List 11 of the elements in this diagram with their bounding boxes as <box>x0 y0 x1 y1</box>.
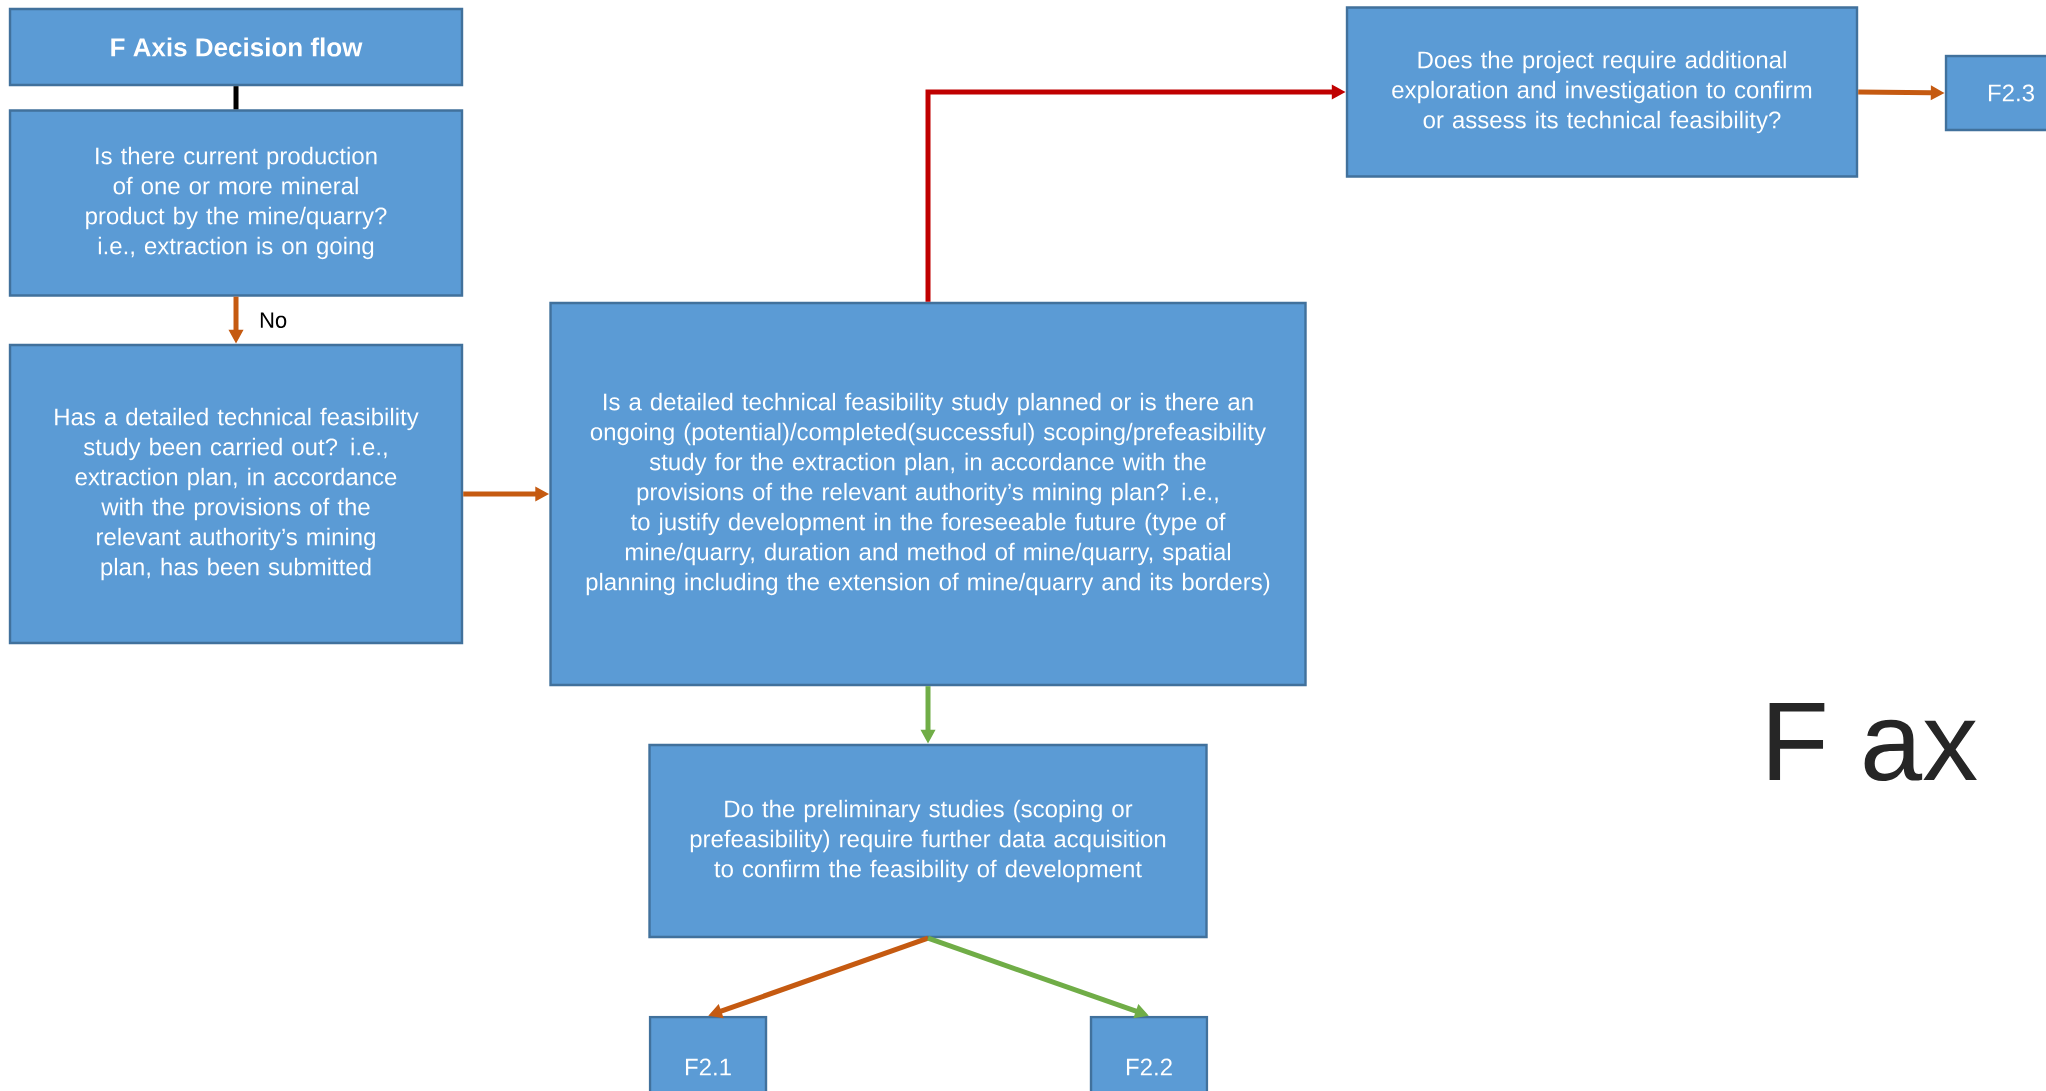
process-box: F2.1 <box>648 1015 768 1091</box>
process-box: Is there current production of one or more mineral product by the mine/quarry? i.e., extraction is on going <box>8 109 464 297</box>
process-box: Do the preliminary studies (scoping or prefeasibility) require further data acquisition to confirm the feasibility of development <box>648 743 1208 939</box>
title-box: F Axis Decision flow <box>8 7 464 87</box>
process-box: F2.3 <box>1944 54 2046 132</box>
process-box: Does the project require additional exploration and investigation to confirm or assess its technical feasibility? <box>1345 6 1859 178</box>
edge-label: No <box>260 312 287 328</box>
process-box: Is a detailed technical feasibility study planned or is there an ongoing (potential)/completed(successful) scoping/prefeasibility study for the extraction plan, in accordance with the provisions of the relevant authority’s mining plan? i.e., to justify development in the foreseeable future (type of mine/quarry, duration and method of mine/quarry, spatial planning including the extension of mine/quarry and its borders) <box>549 301 1307 687</box>
process-box: Has a detailed technical feasibility study been carried out? i.e., extraction plan, in accordance with the provisions of the relevant authority’s mining plan, has been submitted <box>8 343 464 645</box>
large-text: F ax <box>1769 702 1977 782</box>
process-box: F2.2 <box>1089 1015 1209 1091</box>
